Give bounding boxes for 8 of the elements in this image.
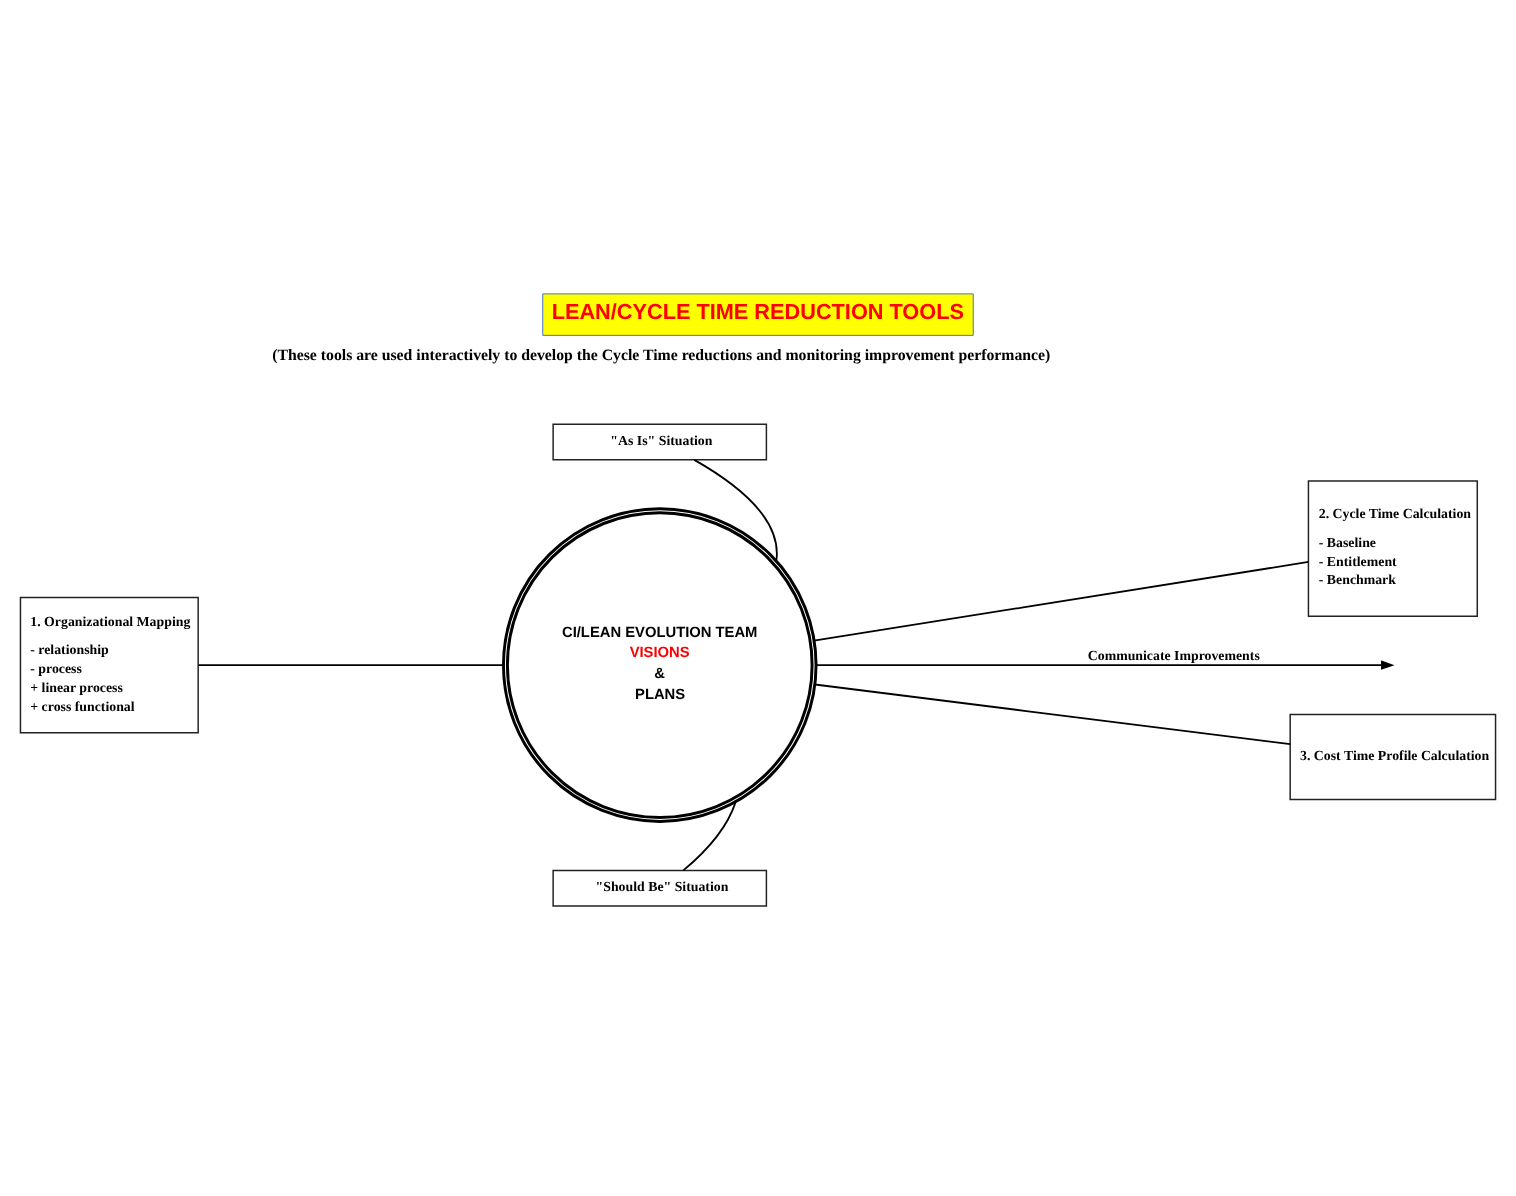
label: (These tools are used interactively to develop the Cycle Time reductions and monitoring improvement performance) — [272, 345, 1051, 364]
connector — [693, 459, 778, 562]
connector — [682, 800, 737, 872]
connector — [197, 664, 505, 667]
diagram-title: LEAN/CYCLE TIME REDUCTION TOOLS — [551, 301, 964, 326]
arrow — [815, 660, 1395, 670]
connector — [814, 683, 1292, 746]
connector — [813, 561, 1310, 642]
